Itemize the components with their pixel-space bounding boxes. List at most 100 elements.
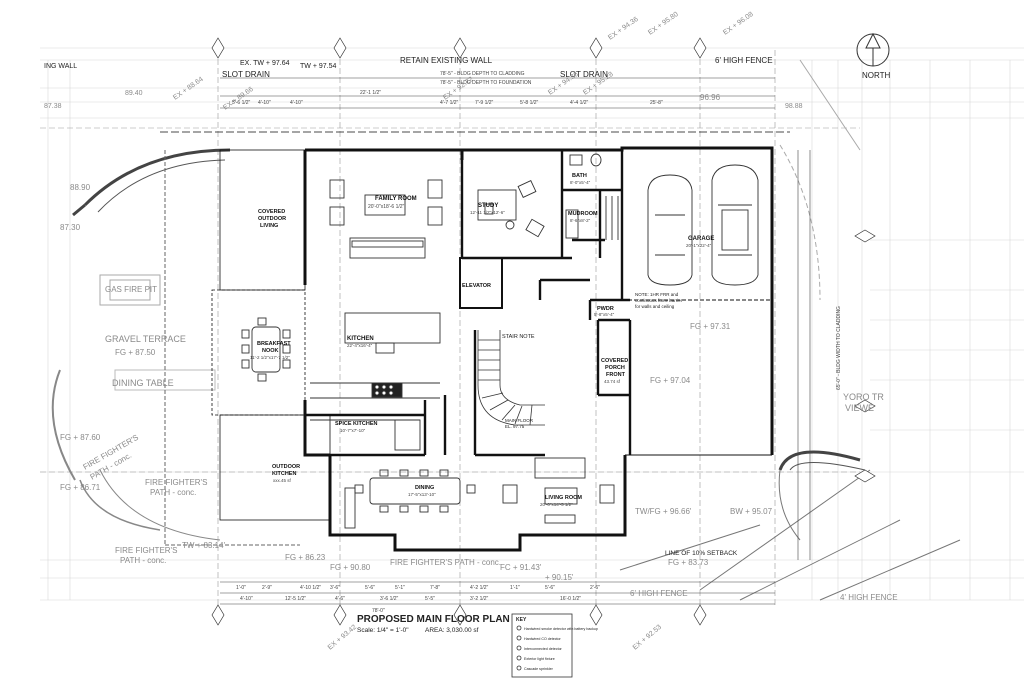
room-size: 20'-0"x18'-6 1/2" <box>368 204 405 210</box>
dimension-text: 3'-6" <box>330 585 340 591</box>
room-size: 8'-0"x5'-4" <box>570 180 591 185</box>
garage-note: NOTE: 1HR FRR and <box>635 292 679 297</box>
spot-elevation: TW/FG + 96.66' <box>635 507 692 516</box>
spot-elevation: FG + 86.23 <box>285 553 326 562</box>
spot-elevation: EX + 88.64 <box>172 76 205 102</box>
room-size: 20'-0"x14'-5 1/2" <box>540 502 573 507</box>
dimension-text: 78'-5" - BLDG DEPTH TO FOUNDATION <box>440 80 532 86</box>
dimension-text: 7'-8" <box>430 585 440 591</box>
dimension-text: 4'-7 1/2" <box>440 100 459 106</box>
spot-elevation: EX. TW + 97.64 <box>240 60 290 67</box>
spot-elevation: TW + 97.54 <box>300 63 336 70</box>
dimension-text: 78'-0" <box>372 608 385 614</box>
spot-elevation: 98.88 <box>785 103 803 110</box>
spot-elevation: EX + 95.80 <box>647 11 680 37</box>
fire-pit-label: GAS FIRE PIT <box>105 285 157 294</box>
legend-box <box>511 613 573 678</box>
dimension-text: 65'-0" - BLDG WIDTH TO CLADDING <box>836 306 842 390</box>
garage-note: for walls and ceiling <box>635 304 675 309</box>
spot-elevation: FC + 91.43' <box>500 563 542 572</box>
north-label: NORTH <box>862 71 891 80</box>
dimension-text: 4'-10" <box>290 100 303 106</box>
dimension-text: 1'-1" <box>510 585 520 591</box>
dimension-text: 2'-9" <box>262 585 272 591</box>
fire-path-label: PATH - conc. <box>150 488 196 497</box>
room-name: MUDROOM <box>568 211 598 217</box>
dimension-text: 4'-2 1/2" <box>470 585 489 591</box>
room-name: KITCHEN <box>347 336 374 342</box>
dimension-text: 3'-2 1/2" <box>470 596 489 602</box>
spot-elevation: TW + 83.14' <box>182 541 226 550</box>
room-name: STUDY <box>478 203 498 209</box>
room-name: DINING <box>415 485 434 491</box>
drawing-scale: Scale: 1/4" = 1'-0" <box>357 627 409 634</box>
terrace-label: GRAVEL TERRACE <box>105 334 186 344</box>
room-size: 8'-6"x8'-2" <box>570 218 591 223</box>
spot-elevation: FG + 87.50 <box>115 348 156 357</box>
legend-item: Cascade sprinkler <box>524 667 554 671</box>
fence-label: 6' HIGH FENCE <box>630 589 688 598</box>
viewpoint-label: YORO TR <box>843 392 884 402</box>
room-size: 10'-7"x7'-10" <box>340 428 366 433</box>
dimension-text: 25'-8" <box>650 100 663 106</box>
legend-item: Hardwired CO detector <box>524 637 562 641</box>
room-size: 17'-5"x13'-10" <box>408 492 436 497</box>
spot-elevation: FG + 87.60 <box>60 433 101 442</box>
dimension-text: 5'-6" <box>545 585 555 591</box>
spot-elevation: EX + 96.08 <box>722 11 755 37</box>
room-name: KITCHEN <box>272 471 296 477</box>
spot-elevation: 87.30 <box>60 223 81 232</box>
dimension-text: 16'-0 1/2" <box>560 596 581 602</box>
floor-elevation: EL. 97.75 <box>505 424 525 429</box>
floor-label: MAIN FLOOR <box>505 418 534 423</box>
dimension-text: 4'-10" <box>240 596 253 602</box>
dimension-text: 4'-4 1/2" <box>570 100 589 106</box>
spot-elevation: 87.38 <box>44 103 62 110</box>
room-name: COVERED <box>601 358 628 364</box>
spot-elevation: 88.90 <box>70 183 91 192</box>
room-size: 12'-11 1/2"x12'-6" <box>470 210 505 215</box>
room-name: OUTDOOR <box>272 464 300 470</box>
spot-elevation: FG + 97.04 <box>650 376 691 385</box>
room-size: 11'-2 1/2"x17'-7 1/2" <box>250 355 290 360</box>
spot-elevation: FG + 83.73 <box>668 558 709 567</box>
room-name: GARAGE <box>688 236 714 242</box>
legend-item: Interconnected detector <box>524 647 563 651</box>
dimension-text: 4'-6" <box>335 596 345 602</box>
retain-wall-label: ING WALL <box>44 63 77 70</box>
fence-label: 4' HIGH FENCE <box>840 593 898 602</box>
spot-elevation: EX + 93.42 <box>327 624 358 652</box>
room-size: 5'-8"x5'-4" <box>594 312 615 317</box>
dimension-text: 1'-0" <box>236 585 246 591</box>
room-name: PORCH <box>605 365 625 371</box>
dining-table-label: DINING TABLE <box>112 378 174 388</box>
dimension-text: 12'-5 1/2" <box>285 596 306 602</box>
spot-elevation: + 90.15' <box>545 573 574 582</box>
room-size: 20'-1"x22'-4" <box>686 243 712 248</box>
fire-path-label: FIRE FIGHTER'S PATH - conc. <box>390 558 501 567</box>
viewpoint-label: VIEWE <box>845 403 874 413</box>
room-size: 22'-4"x16'-4" <box>347 343 373 348</box>
site-right <box>619 59 961 601</box>
legend-item: Exterior light fixture <box>524 657 555 661</box>
fire-path-label: FIRE FIGHTER'S <box>115 546 177 555</box>
room-name: LIVING ROOM <box>545 495 582 501</box>
room-name: BREAKFAST <box>257 341 291 347</box>
room-name: LIVING <box>260 223 278 229</box>
room-name: FRONT <box>606 372 626 378</box>
dimension-text: 5'-1" <box>395 585 405 591</box>
legend-item: Hardwired smoke detector with battery ba… <box>524 627 598 631</box>
fire-path-label: FIRE FIGHTER'S <box>145 478 207 487</box>
dimension-text: 5'-6" <box>365 585 375 591</box>
stair <box>477 330 545 426</box>
interior-walls <box>305 150 772 457</box>
dimension-text: 7'-9 1/2" <box>475 100 494 106</box>
drawing-title: PROPOSED MAIN FLOOR PLAN <box>357 614 510 625</box>
spot-elevation: FG + 97.31 <box>690 322 731 331</box>
legend-title: KEY <box>516 617 527 623</box>
furniture <box>241 153 759 529</box>
retain-wall-label: RETAIN EXISTING WALL <box>400 56 493 65</box>
spot-elevation: EX + 94.36 <box>607 16 640 42</box>
dimension-text: 5'-5" <box>425 596 435 602</box>
